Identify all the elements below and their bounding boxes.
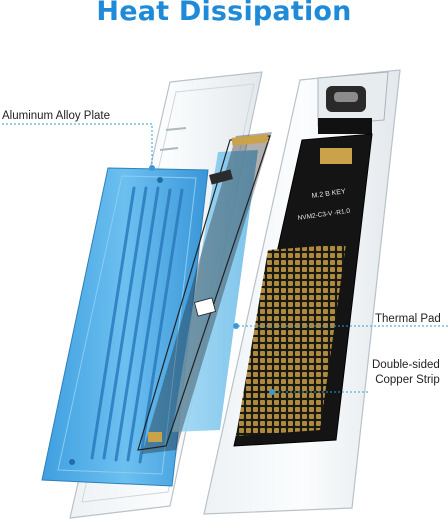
aluminum-alloy-plate-label: Aluminum Alloy Plate [2, 110, 111, 122]
copper-strip-label-line2: Copper Strip [375, 374, 440, 386]
aluminum-leader-line [2, 123, 153, 168]
thermal-pad-leader-dot [233, 323, 239, 329]
copper-strip-label: Double-sided Copper Strip [372, 358, 440, 388]
aluminum-alloy-plate [41, 167, 209, 487]
aluminum-leader-dot [149, 165, 155, 171]
copper-strip-label-line1: Double-sided [372, 359, 440, 371]
adapter-pcb [233, 133, 373, 447]
m2-ssd [137, 132, 272, 454]
thermal-pad [172, 150, 258, 432]
thermal-pad-label: Thermal Pad [375, 313, 441, 325]
callout-lines [2, 123, 448, 393]
usb-c-connector [318, 86, 372, 134]
copper-strip-leader-dot [269, 389, 275, 395]
board-key-label: M.2 B KEY [311, 188, 346, 200]
page-title: Heat Dissipation [96, 0, 352, 27]
